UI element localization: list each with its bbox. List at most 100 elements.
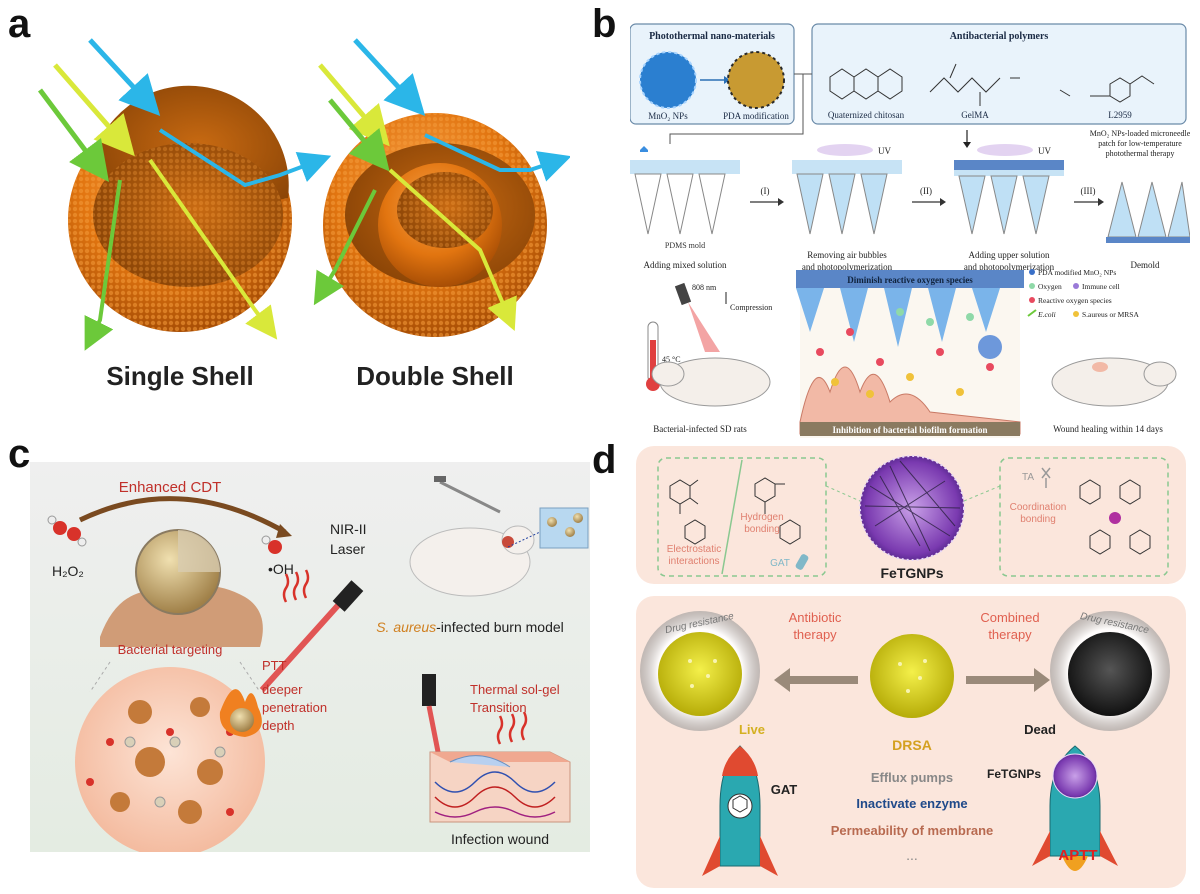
model-label: S. aureus-infected burn model	[376, 619, 564, 635]
model-label-rest: -infected burn model	[436, 619, 564, 635]
pda-label: PDA modification	[723, 111, 789, 121]
legend-item-ecoli: E.coli	[1037, 310, 1056, 319]
patch-label-b: patch for low-temperature	[1098, 139, 1182, 148]
combined-label-1: Combined	[980, 610, 1039, 625]
fetgnps-rocket	[1032, 745, 1118, 871]
fetgnps-rocket-label: FeTGNPs	[987, 767, 1041, 781]
drsa-label: DRSA	[892, 737, 932, 753]
coord-label-2: bonding	[1020, 514, 1056, 525]
solgel-label-2: Transition	[470, 700, 527, 715]
laser-beam	[259, 589, 353, 693]
polymer-l2959: L2959	[1108, 110, 1132, 120]
legend-item-ros: Reactive oxygen species	[1038, 296, 1112, 305]
legend-item-immune: Immune cell	[1082, 282, 1120, 291]
panel-d: Electrostatic interactions Hydrogen bond…	[636, 446, 1186, 888]
hbond-label-1: Hydrogen	[740, 512, 783, 523]
coord-label-1: Coordination	[1010, 502, 1067, 513]
arrow-left	[774, 668, 858, 692]
enhanced-cdt-label: Enhanced CDT	[119, 479, 222, 496]
drsa-bacterium	[870, 634, 954, 718]
panel-a: Single Shell Double Shell	[38, 38, 570, 391]
hydrogel-box	[539, 507, 589, 549]
step-i: (I)	[761, 186, 770, 196]
inhibition-label: Inhibition of bacterial biofilm formatio…	[833, 425, 988, 435]
pda-np-icon	[728, 52, 784, 108]
panel-a-letter: a	[8, 2, 31, 46]
h2o2-label: H₂O₂	[52, 563, 84, 579]
ta-star-icon	[1041, 467, 1051, 488]
deeper-label-3: depth	[262, 718, 295, 733]
legend-b: PDA modified MnO₂ NPs Oxygen Immune cell…	[1027, 268, 1139, 319]
rats-caption: Bacterial-infected SD rats	[653, 424, 747, 434]
skin-block	[429, 751, 571, 823]
double-shell-rays	[313, 38, 570, 332]
fetgnps-sphere	[860, 456, 964, 560]
gat-rocket-label: GAT	[771, 782, 798, 797]
single-shell-rays	[38, 38, 332, 351]
heat-waves	[282, 569, 310, 603]
h2o2-molecule	[47, 515, 87, 547]
ptt-label: PTT	[262, 658, 287, 673]
wound-scene: Diminish reactive oxygen species Inhibit…	[796, 270, 1024, 438]
electrostatic-label-1: Electrostatic	[667, 544, 721, 555]
mold-step-1: PDMS mold Adding mixed solution	[630, 146, 740, 270]
bacteria-cluster	[110, 697, 223, 824]
step-iii: (III)	[1081, 186, 1096, 196]
deeper-label-2: penetration	[262, 700, 327, 715]
aptt-label: APTT	[1058, 847, 1097, 864]
demold-caption: Demold	[1131, 260, 1160, 270]
ta-label: TA	[1022, 472, 1034, 483]
step3-caption-a: Adding upper solution	[969, 250, 1050, 260]
uv-label-1: UV	[878, 146, 891, 156]
treatment-rat: 45 °C 808 nm Compression Bacterial-infec…	[646, 282, 772, 434]
electrostatic-label-2: interactions	[668, 556, 719, 567]
step2-caption-a: Removing air bubbles	[807, 250, 887, 260]
infection-wound-label: Infection wound	[451, 831, 549, 847]
panel-c: Enhanced CDT H₂O₂ •OH Bacterial targetin…	[30, 462, 590, 852]
panel-c-letter: c	[8, 432, 31, 476]
flame-np	[219, 689, 262, 737]
mold-step-3: UV Adding upper solution and photopolyme…	[954, 130, 1064, 272]
ellipsis-label: ...	[906, 847, 918, 863]
inactivate-label: Inactivate enzyme	[856, 796, 967, 811]
legend-item-pda: PDA modified MnO₂ NPs	[1038, 268, 1116, 277]
patch-label-a: MnO₂ NPs-loaded microneedle	[1090, 129, 1190, 138]
permeability-label: Permeability of membrane	[831, 823, 994, 838]
dead-bacterium	[1050, 611, 1170, 731]
deeper-label-1: deeper	[262, 682, 303, 697]
laser-label: 808 nm	[692, 283, 717, 292]
live-bacterium	[640, 611, 760, 731]
efflux-label: Efflux pumps	[871, 770, 953, 785]
antibiotic-label-2: therapy	[793, 627, 837, 642]
nir-label-1: NIR-II	[330, 521, 367, 537]
gat-small-label: GAT	[770, 558, 790, 569]
legend-item-oxygen: Oxygen	[1038, 282, 1062, 291]
laser-device-2	[422, 674, 436, 706]
gat-pill-icon	[795, 554, 809, 570]
uv-label-2: UV	[1038, 146, 1051, 156]
panel-b-letter: b	[592, 2, 617, 46]
temp-label: 45 °C	[662, 355, 681, 364]
nir-label-2: Laser	[330, 541, 365, 557]
bacterial-targeting-label: Bacterial targeting	[118, 642, 223, 657]
healing-caption: Wound healing within 14 days	[1053, 424, 1163, 434]
solgel-label-1: Thermal sol-gel	[470, 682, 560, 697]
mno2-np-label: MnO₂ NPs	[648, 111, 688, 121]
oh-label: •OH	[268, 561, 294, 577]
legend-item-saureus: S.aureus or MRSA	[1082, 310, 1139, 319]
demold-patch: MnO₂ NPs-loaded microneedle patch for lo…	[1090, 129, 1190, 270]
double-shell-label: Double Shell	[356, 361, 513, 391]
laser-device	[332, 580, 364, 612]
chemical-structures	[829, 63, 1155, 106]
photothermal-title: Photothermal nano-materials	[649, 31, 775, 42]
single-shell-label: Single Shell	[106, 361, 253, 391]
d-chem-left	[669, 477, 801, 545]
d-chem-right	[1079, 479, 1151, 555]
polymer-gelma: GelMA	[961, 110, 989, 120]
live-label: Live	[739, 722, 765, 737]
panel-b: Photothermal nano-materials MnO₂ NPs PDA…	[630, 23, 1190, 438]
oh-molecule	[261, 535, 282, 554]
combined-label-2: therapy	[988, 627, 1032, 642]
step2-caption-b: and photopolymerization	[802, 262, 893, 272]
step-ii: (II)	[920, 186, 932, 196]
